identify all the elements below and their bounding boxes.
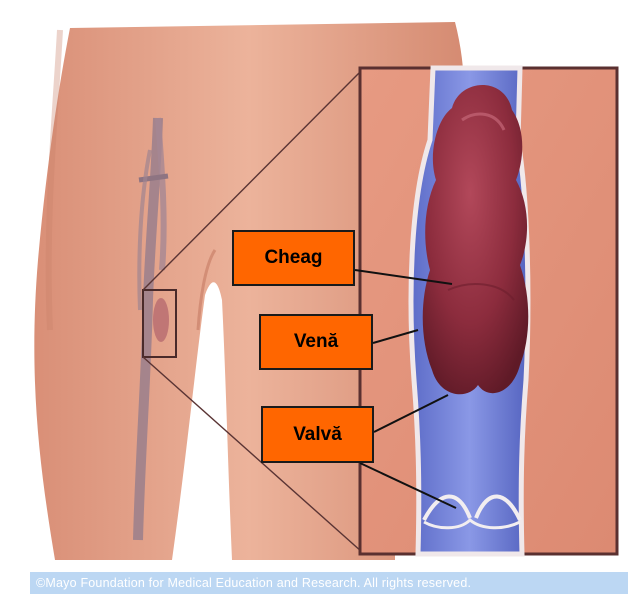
label-vein: Venă bbox=[259, 314, 373, 370]
copyright-footer: ©Mayo Foundation for Medical Education a… bbox=[30, 572, 628, 594]
blood-clot bbox=[423, 85, 529, 394]
label-clot: Cheag bbox=[232, 230, 355, 286]
label-valve: Valvă bbox=[261, 406, 374, 463]
